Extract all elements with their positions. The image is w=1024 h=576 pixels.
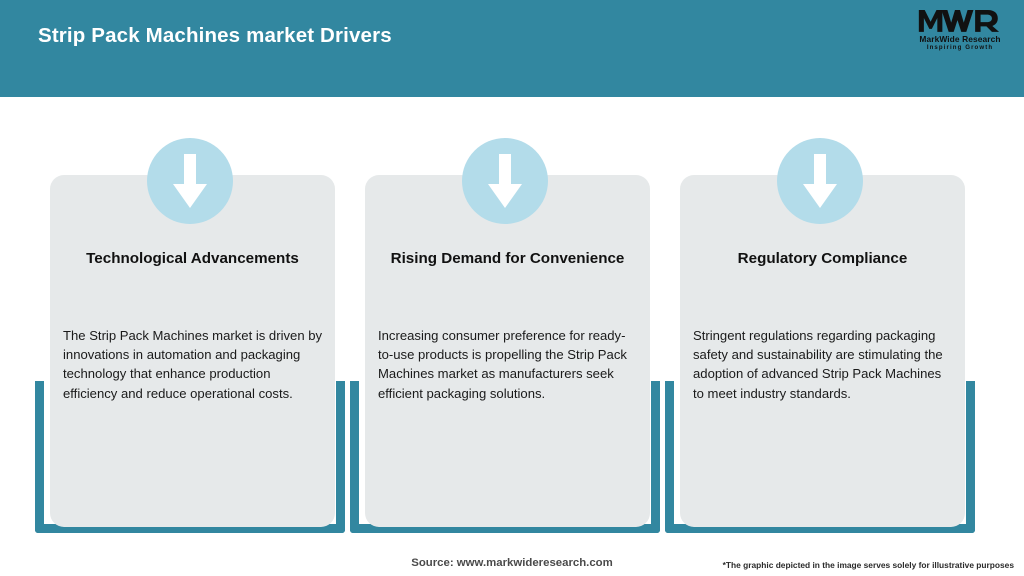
header-banner: Strip Pack Machines market Drivers MarkW… (0, 0, 1024, 97)
card-accent-bracket (665, 381, 975, 533)
disclaimer-label: *The graphic depicted in the image serve… (722, 560, 1014, 570)
card-title: Regulatory Compliance (737, 250, 908, 267)
brand-logo: MarkWide Research Inspiring Growth (908, 7, 1012, 59)
card-accent-bracket (35, 381, 345, 533)
logo-company-name: MarkWide Research (919, 34, 1001, 44)
card-title: Rising Demand for Convenience (390, 250, 625, 267)
card-body-text: The Strip Pack Machines market is driven… (63, 328, 323, 401)
driver-card: Regulatory Compliance Stringent regulati… (660, 138, 980, 543)
arrow-down-icon (147, 138, 233, 224)
driver-card: Rising Demand for Convenience Increasing… (345, 138, 665, 543)
card-body-text: Increasing consumer preference for ready… (378, 328, 627, 401)
card-accent-bracket (350, 381, 660, 533)
mwr-logo-icon (918, 10, 1000, 32)
page-title: Strip Pack Machines market Drivers (38, 24, 392, 47)
arrow-down-icon (777, 138, 863, 224)
card-title: Technological Advancements (86, 250, 299, 267)
logo-tagline: Inspiring Growth (926, 44, 994, 52)
driver-card: Technological Advancements The Strip Pac… (30, 138, 350, 543)
card-panel (365, 175, 650, 527)
card-body-text: Stringent regulations regarding packagin… (693, 328, 943, 401)
arrow-down-icon (462, 138, 548, 224)
card-panel (50, 175, 335, 527)
source-label: Source: www.markwideresearch.com (411, 557, 613, 569)
card-panel (680, 175, 965, 527)
